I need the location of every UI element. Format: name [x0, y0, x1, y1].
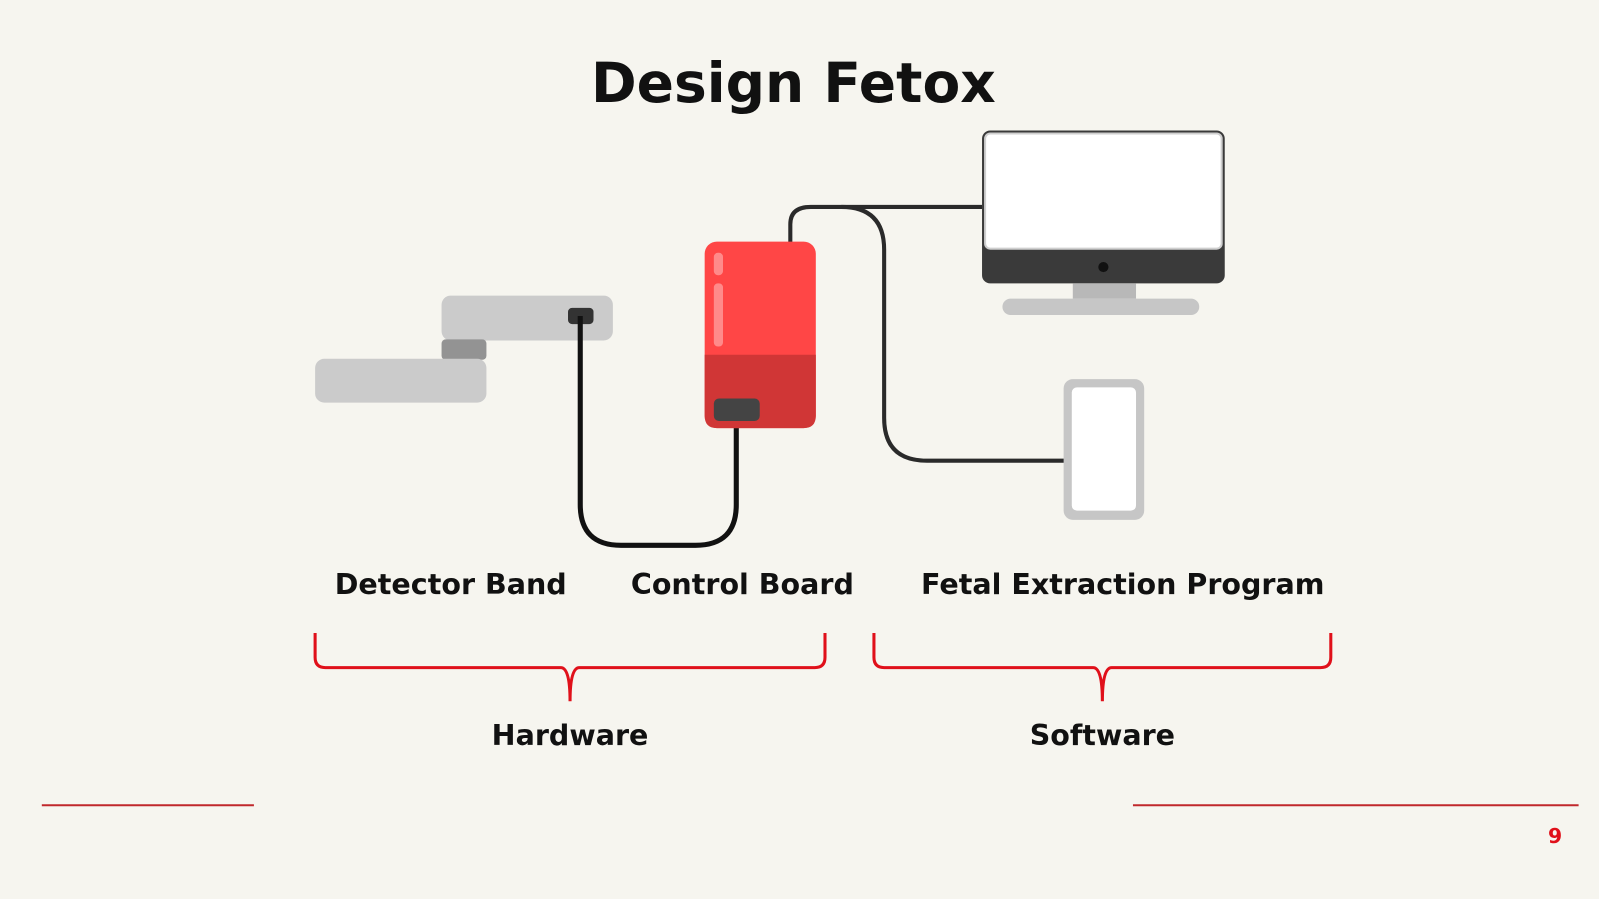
- detector-band-label: Detector Band: [335, 568, 567, 601]
- control-board-label: Control Board: [631, 568, 854, 601]
- page-title: Design Fetox: [591, 51, 996, 115]
- software-label: Software: [1030, 719, 1175, 752]
- detector-band-illustration: [315, 295, 613, 403]
- cable-board-to-monitor: [788, 204, 983, 245]
- software-brace: [872, 632, 1333, 702]
- program-label: Fetal Extraction Program: [921, 568, 1324, 601]
- hardware-brace: [313, 632, 827, 702]
- cable-board-to-phone: [841, 204, 1067, 463]
- monitor-icon: [982, 130, 1225, 315]
- hardware-label: Hardware: [492, 719, 649, 752]
- control-board-illustration: [704, 241, 816, 429]
- page-number: 9: [1548, 824, 1562, 848]
- phone-icon: [1063, 379, 1145, 520]
- cable-band-to-board: [577, 315, 739, 548]
